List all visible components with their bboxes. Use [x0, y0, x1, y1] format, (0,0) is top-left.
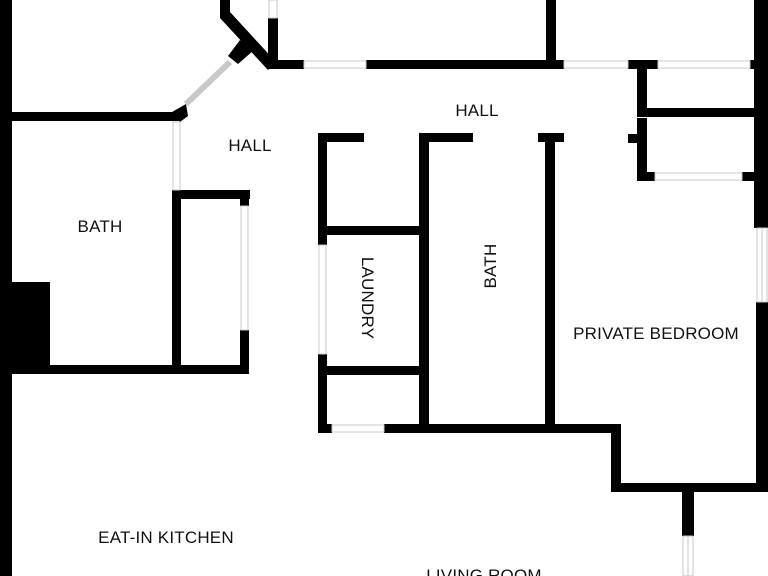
wall-living-partition — [682, 488, 694, 536]
wall-column-left — [12, 282, 50, 374]
wall-top-right-vertical — [754, 0, 768, 70]
wall-laundry-bottom — [384, 424, 620, 433]
window-hall-top-left — [303, 60, 367, 69]
wall-laundry-left-top — [318, 133, 327, 245]
label-eat-in-kitchen: EAT-IN KITCHEN — [98, 528, 234, 547]
wall-bath-center-right — [545, 133, 555, 429]
wall-outer-right-lower — [756, 302, 768, 492]
label-private-bedroom: PRIVATE BEDROOM — [573, 324, 739, 343]
wall-closet-left-right-lower — [240, 330, 249, 374]
wall-closet-vertical-a — [637, 60, 647, 112]
wall-bedroom-step-vertical — [611, 424, 621, 492]
window-hall-top-right — [563, 60, 629, 69]
window-closet-top — [657, 60, 751, 69]
wall-outer-right-upper — [754, 60, 768, 228]
wall-top-stub-a — [268, 18, 278, 66]
door-closet-left — [240, 205, 249, 331]
label-living-room: LIVING ROOM — [426, 566, 542, 576]
label-bath-center: BATH — [481, 244, 500, 289]
wall-laundry-bottom-left — [318, 424, 332, 433]
wall-bedroom-bottom — [611, 483, 768, 492]
wall-closet-left-right — [240, 190, 249, 206]
wall-laundry-left-bottom — [318, 354, 327, 432]
room-labels: HALL HALL BATH LAUNDRY BATH PRIVATE BEDR… — [78, 101, 739, 576]
wall-laundry-lower-mid — [318, 366, 422, 375]
label-bath-left: BATH — [78, 217, 123, 236]
openings — [172, 0, 768, 576]
wall-closet-bottom-a — [637, 172, 655, 181]
wall-closet-vertical-b — [637, 118, 647, 180]
wall-bath-center-left — [419, 133, 429, 429]
window-top-stub — [268, 0, 278, 19]
wall-laundry-top — [318, 133, 364, 142]
door-laundry-bottom — [331, 424, 385, 433]
wall-bath-left-bottom — [50, 365, 249, 374]
wall-bath-center-top — [419, 133, 473, 142]
label-hall-upper: HALL — [455, 101, 498, 120]
wall-closet-mid — [637, 108, 768, 117]
wall-top-center-vertical — [546, 0, 556, 68]
label-hall-left: HALL — [228, 136, 271, 155]
wall-closet-stub — [628, 134, 640, 143]
wall-diagonal-upper — [220, 0, 276, 70]
wall-diagonal-stub — [172, 104, 188, 122]
door-laundry — [318, 244, 327, 355]
wall-upper-left-bottom — [12, 112, 180, 121]
wall-hall-top-a — [268, 60, 304, 69]
wall-outer-left — [0, 0, 12, 576]
door-diagonal-left — [183, 59, 233, 107]
wall-bath-left-right — [172, 190, 181, 368]
wall-diagonal-lower — [228, 40, 254, 64]
label-laundry: LAUNDRY — [358, 257, 377, 339]
wall-hall-top-b — [366, 60, 564, 69]
door-bath-left — [172, 121, 181, 191]
wall-laundry-mid — [318, 226, 422, 235]
window-closet-bottom — [654, 172, 743, 181]
wall-closet-left-top — [172, 190, 250, 199]
